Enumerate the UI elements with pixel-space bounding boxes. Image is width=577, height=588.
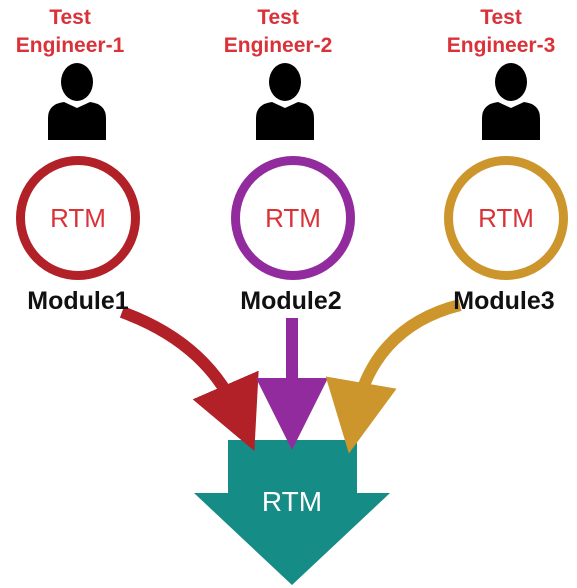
- rtm-circle-1: RTM: [16, 156, 140, 280]
- rtm-circle-1-label: RTM: [50, 202, 106, 233]
- module-3-label: Module3: [453, 287, 555, 315]
- person-icon: [42, 60, 112, 142]
- engineer-2-label: Test Engineer-2: [193, 4, 363, 60]
- person-icon: [250, 60, 320, 142]
- arrow-module1: [119, 306, 259, 452]
- engineer-2-line2: Engineer-2: [223, 34, 333, 57]
- engineer-1-line2: Engineer-1: [15, 34, 125, 57]
- arrow-module3: [325, 299, 462, 454]
- module-2-label: Module2: [240, 287, 342, 315]
- rtm-circle-3: RTM: [444, 156, 568, 280]
- rtm-circle-2: RTM: [231, 156, 355, 280]
- engineer-1-label: Test Engineer-1: [0, 4, 155, 60]
- module-1-label: Module1: [27, 287, 129, 315]
- final-rtm-label: RTM: [261, 486, 323, 517]
- final-rtm-shape: [194, 440, 390, 585]
- rtm-circle-2-label: RTM: [265, 202, 321, 233]
- engineer-3-line2: Engineer-3: [446, 34, 556, 57]
- engineer-1-line1: Test: [49, 6, 91, 29]
- engineer-3-line1: Test: [480, 6, 522, 29]
- engineer-2-line1: Test: [257, 6, 299, 29]
- person-icon: [476, 60, 546, 142]
- engineer-3-label: Test Engineer-3: [416, 4, 577, 60]
- rtm-circle-3-label: RTM: [478, 202, 534, 233]
